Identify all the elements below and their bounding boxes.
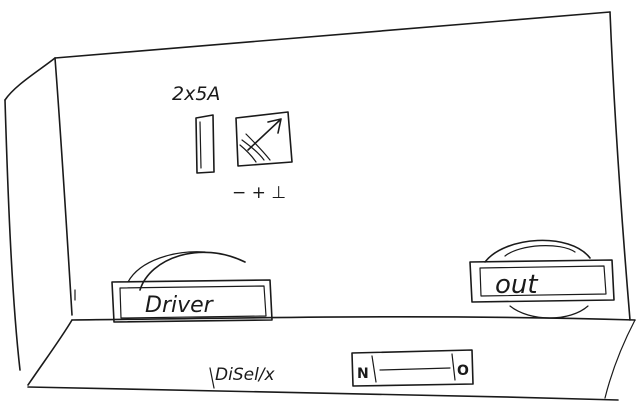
driver-button[interactable]: Driver (112, 252, 272, 322)
meter-frame (236, 112, 292, 166)
driver-button-label: Driver (145, 293, 215, 318)
bottom-label: DiSel/x (215, 365, 276, 385)
meter-scale-arc-2 (246, 134, 270, 160)
switch-frame (352, 350, 473, 386)
meter-gauge (236, 112, 292, 166)
rocker-switch[interactable]: N O (352, 350, 473, 386)
switch-divider-left (372, 356, 376, 382)
out-button-underline (510, 306, 588, 318)
bottom-label-mark (210, 368, 214, 388)
enclosure-bottom-left-bevel (28, 320, 72, 385)
fuse-holder (196, 115, 214, 173)
polarity-label: − + ⊥ (232, 183, 286, 203)
switch-divider-right (452, 354, 455, 380)
meter-scale-arc-3 (240, 145, 256, 162)
driver-button-arc (140, 252, 245, 290)
enclosure-top-edge (55, 12, 610, 58)
fuse-label: 2x5A (172, 83, 220, 105)
enclosure-outline (5, 12, 635, 400)
switch-right-mark: O (457, 363, 469, 379)
out-button[interactable]: out (470, 240, 614, 318)
enclosure-side-left-edge (5, 100, 20, 370)
needle-icon (248, 120, 280, 150)
enclosure-bottom-right-bevel (605, 320, 635, 398)
enclosure-base-edge (28, 387, 618, 400)
driver-button-arc-inner (128, 252, 205, 282)
enclosure-front-left-edge (55, 58, 72, 315)
switch-left-mark: N (357, 366, 369, 382)
out-button-label: out (495, 270, 538, 300)
out-button-arc-inner (505, 246, 575, 256)
enclosure-top-left-bevel (5, 58, 55, 100)
switch-slot (380, 368, 450, 370)
